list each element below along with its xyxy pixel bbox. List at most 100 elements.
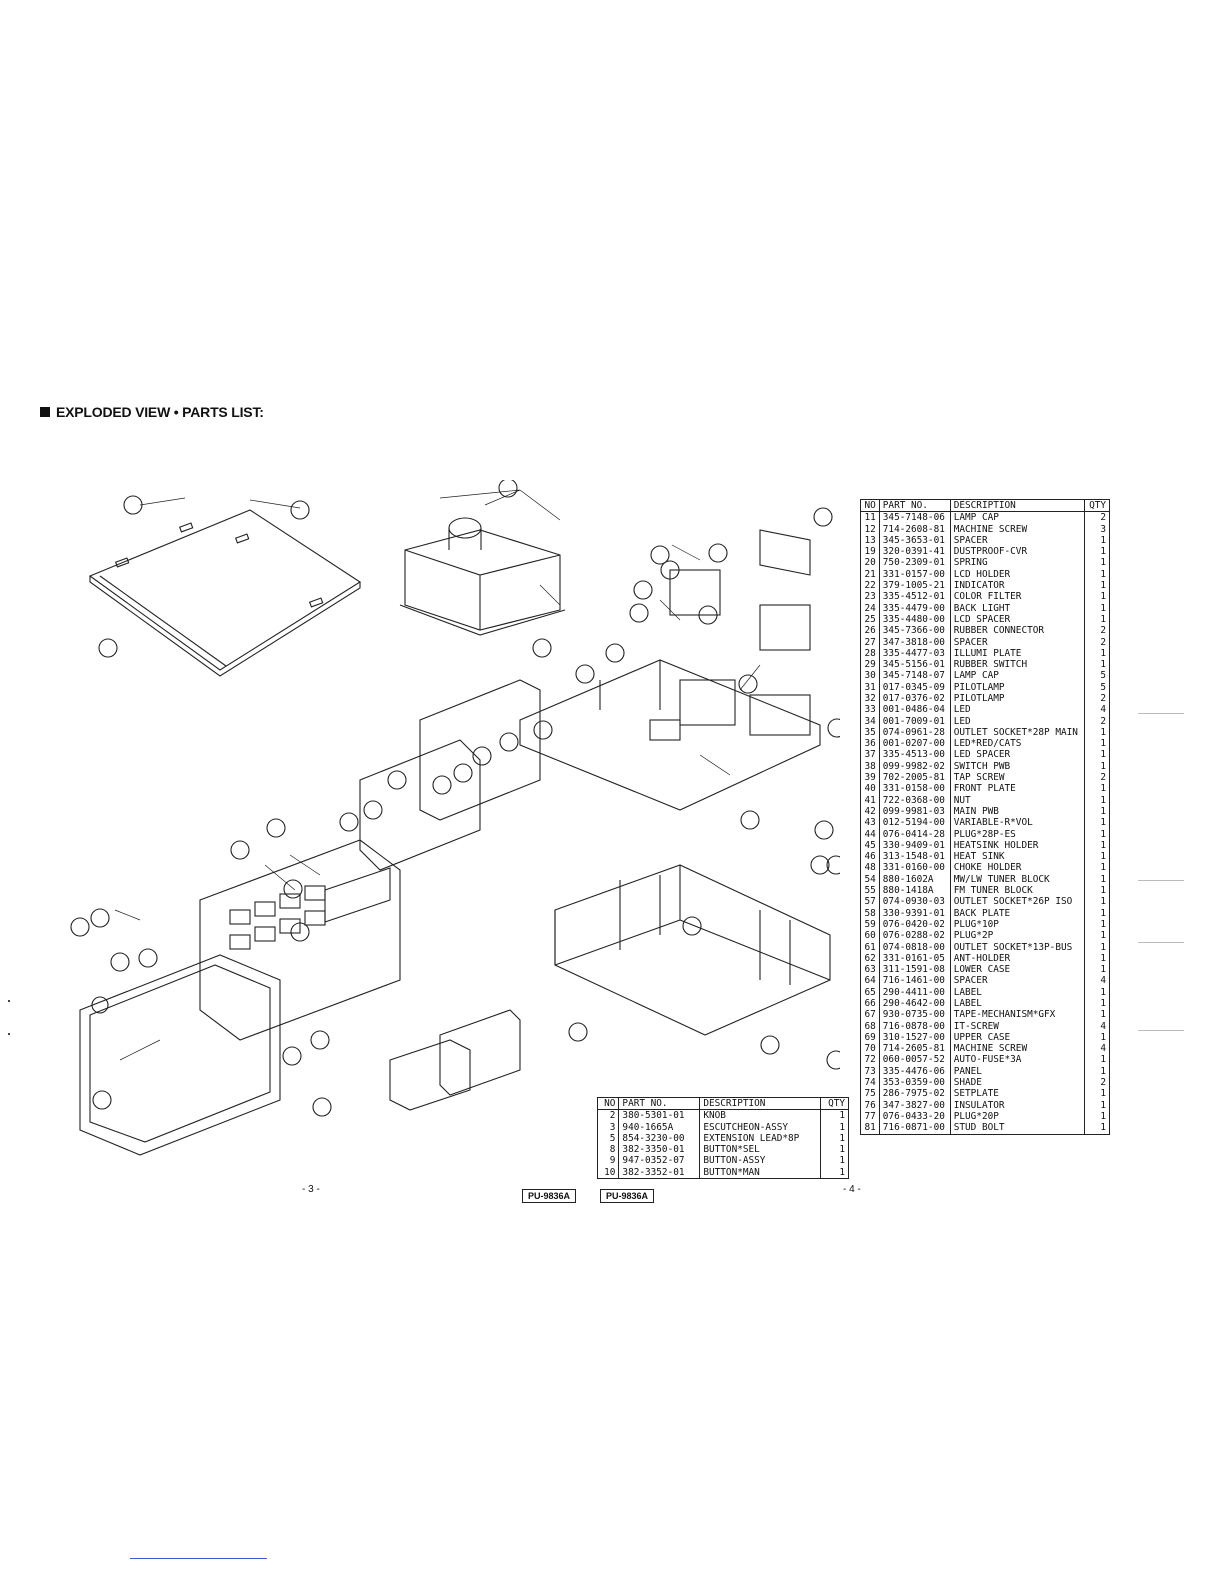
cell-description: OUTLET SOCKET*26P ISO (950, 896, 1086, 908)
cell-description: LED (950, 704, 1086, 716)
cell-qty: 2 (1100, 1077, 1106, 1089)
cell-qty: 1 (1100, 580, 1106, 592)
cell-qty: 1 (839, 1155, 845, 1167)
cell-description: DUSTPROOF-CVR (950, 546, 1086, 558)
cell-qty: 4 (1100, 975, 1106, 987)
cell-part-no: 345-5156-01 (879, 659, 951, 671)
cell-part-no: 353-0359-00 (879, 1077, 951, 1089)
cell-part-no: 330-9409-01 (879, 839, 951, 852)
cell-qty: 1 (1100, 918, 1106, 930)
cell-description: IT-SCREW (950, 1020, 1086, 1032)
cell-qty: 1 (1100, 941, 1106, 953)
cell-no: 28 (860, 647, 880, 660)
cell-description: PLUG*28P-ES (950, 828, 1086, 840)
cell-part-no: 012-5194-00 (879, 817, 951, 829)
cell-qty: 2 (1100, 772, 1106, 784)
cell-part-no: 716-0871-00 (879, 1122, 951, 1135)
cell-part-no: 076-0420-02 (879, 918, 951, 931)
cell-no: 67 (860, 1009, 880, 1021)
cell-qty: 2 (1100, 512, 1106, 524)
cell-part-no: 345-7148-06 (879, 511, 951, 524)
cell-description: MACHINE SCREW (950, 523, 1086, 535)
cell-description: HEAT SINK (950, 851, 1086, 863)
cell-qty: 5 (1100, 681, 1106, 693)
lower-case-part (554, 864, 831, 1036)
cell-description: MAIN PWB (950, 806, 1086, 818)
cell-qty: 1 (839, 1121, 845, 1133)
cell-part-no: 347-3827-00 (879, 1099, 951, 1112)
cell-no: 31 (860, 681, 880, 694)
page-number-right: - 4 - (843, 1184, 861, 1195)
cell-no: 8 (597, 1144, 620, 1156)
cell-part-no: 001-0207-00 (879, 738, 951, 750)
cell-no: 55 (860, 885, 880, 897)
cell-no: 63 (860, 964, 880, 976)
cell-no: 21 (860, 568, 880, 581)
cell-no: 25 (860, 613, 880, 626)
cell-part-no: 930-0735-00 (879, 1009, 951, 1021)
cell-no: 45 (860, 839, 880, 852)
cell-description: SPACER (950, 975, 1086, 987)
cell-part-no: 331-0161-05 (879, 952, 951, 965)
cell-qty: 1 (1100, 817, 1106, 829)
leader-lines (114, 489, 761, 1061)
cell-no: 70 (860, 1043, 880, 1055)
cell-part-no: 750-2309-01 (879, 557, 951, 569)
cell-no: 44 (860, 828, 880, 840)
cell-description: SPRING (950, 557, 1086, 569)
cell-part-no: 017-0345-09 (879, 681, 951, 694)
cell-part-no: 335-4476-06 (879, 1065, 951, 1078)
cell-no: 81 (860, 1122, 880, 1135)
cell-description: RUBBER SWITCH (950, 659, 1086, 671)
cell-qty: 1 (1100, 794, 1106, 806)
cell-qty: 1 (1100, 805, 1106, 817)
cell-no: 26 (860, 625, 880, 637)
header-description: DESCRIPTION (699, 1097, 821, 1111)
cell-part-no: 379-1005-21 (879, 580, 951, 592)
cell-qty: 1 (1100, 591, 1106, 603)
cell-description: ESCUTCHEON-ASSY (699, 1121, 821, 1133)
cell-part-no: 060-0057-52 (879, 1054, 951, 1066)
cell-qty: 1 (1100, 659, 1106, 671)
cell-description: SHADE (950, 1077, 1086, 1089)
cell-qty: 1 (1100, 1099, 1106, 1111)
cell-description: BACK LIGHT (950, 602, 1086, 614)
cell-part-no: 880-1602A (879, 873, 951, 886)
cell-qty: 1 (839, 1132, 845, 1144)
cell-part-no: 290-4642-00 (879, 998, 951, 1010)
cell-qty: 1 (1100, 885, 1106, 897)
cell-part-no: 345-7148-07 (879, 670, 951, 682)
cell-qty: 3 (1100, 523, 1106, 535)
cell-qty: 2 (1100, 692, 1106, 704)
header-qty: QTY (820, 1097, 849, 1111)
cell-qty: 1 (1100, 738, 1106, 750)
cell-description: KNOB (699, 1109, 821, 1122)
cell-qty: 1 (1100, 546, 1106, 558)
cell-no: 48 (860, 862, 880, 874)
cell-qty: 4 (1100, 1043, 1106, 1055)
cell-no: 69 (860, 1031, 880, 1044)
cell-qty: 1 (1100, 1031, 1106, 1043)
cell-no: 22 (860, 580, 880, 592)
cell-description: LABEL (950, 986, 1086, 999)
